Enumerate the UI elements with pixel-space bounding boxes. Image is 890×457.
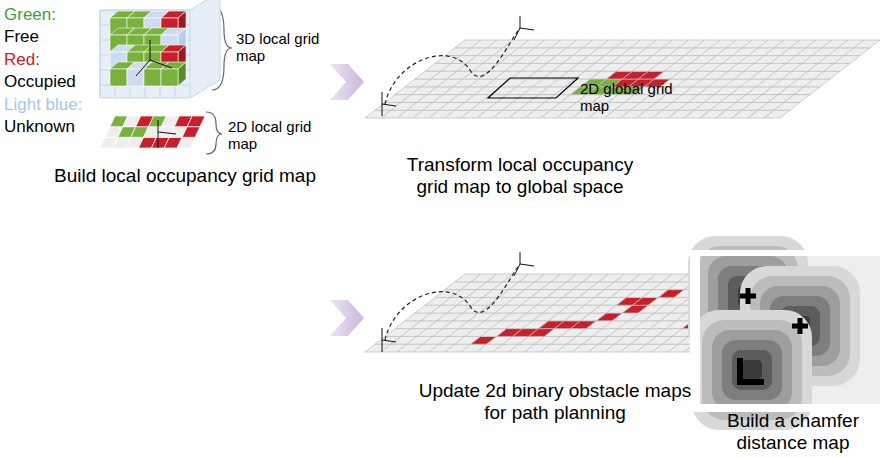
distance-level [712, 330, 792, 410]
grid-cell [854, 40, 880, 48]
grid-cell [784, 95, 810, 103]
legend-key: Red: [4, 50, 40, 70]
legend-text: Free [4, 27, 114, 47]
grid-cell [774, 102, 800, 110]
grid-cell [844, 48, 870, 56]
obstacle-mark [792, 318, 808, 334]
grid-cell [794, 87, 820, 95]
voxel [110, 69, 127, 86]
legend-key: Light blue: [4, 95, 82, 115]
trajectory [385, 264, 520, 340]
axis [514, 252, 534, 276]
local-window [488, 78, 578, 98]
map-label: 3D local grid map [236, 30, 328, 65]
distance-level [742, 360, 762, 380]
legend-text: Unknown [4, 117, 114, 137]
step-arrow [330, 300, 364, 336]
axis [136, 40, 172, 76]
step-arrow [330, 64, 364, 100]
axis [514, 16, 534, 40]
grid-cell [764, 110, 790, 118]
distance-level [722, 340, 782, 400]
distance-level [732, 350, 772, 390]
grid-cell [177, 137, 195, 148]
obstacle-mark [740, 288, 756, 304]
grid-line [100, 10, 190, 11]
map-label: 2D local grid map [228, 118, 320, 153]
voxel-block [100, 0, 220, 98]
axis [382, 328, 396, 352]
voxel [161, 69, 178, 86]
step-caption: Build a chamfer distance map [700, 410, 886, 454]
bracket [206, 112, 222, 154]
axis [158, 120, 176, 148]
grid-cell [187, 116, 205, 127]
step-caption: Update 2d binary obstacle maps for path … [410, 380, 700, 424]
legend-text: Occupied [4, 72, 114, 92]
grid-cell [834, 56, 860, 64]
obstacle-mark [740, 358, 764, 382]
step-caption: Transform local occupancy grid map to gl… [390, 154, 650, 198]
voxel [127, 69, 144, 86]
voxel [178, 62, 186, 86]
trajectory [385, 28, 520, 104]
grid-cell [824, 63, 850, 71]
axis [382, 92, 396, 116]
grid-cell [814, 71, 840, 79]
voxel [144, 69, 161, 86]
grid-cell [804, 79, 830, 87]
legend-key: Green: [4, 5, 56, 25]
grid-cell [182, 127, 200, 138]
distance-map [700, 256, 880, 404]
step-caption: Build local occupancy grid map [50, 165, 320, 187]
map-label: 2D global grid map [580, 80, 690, 115]
